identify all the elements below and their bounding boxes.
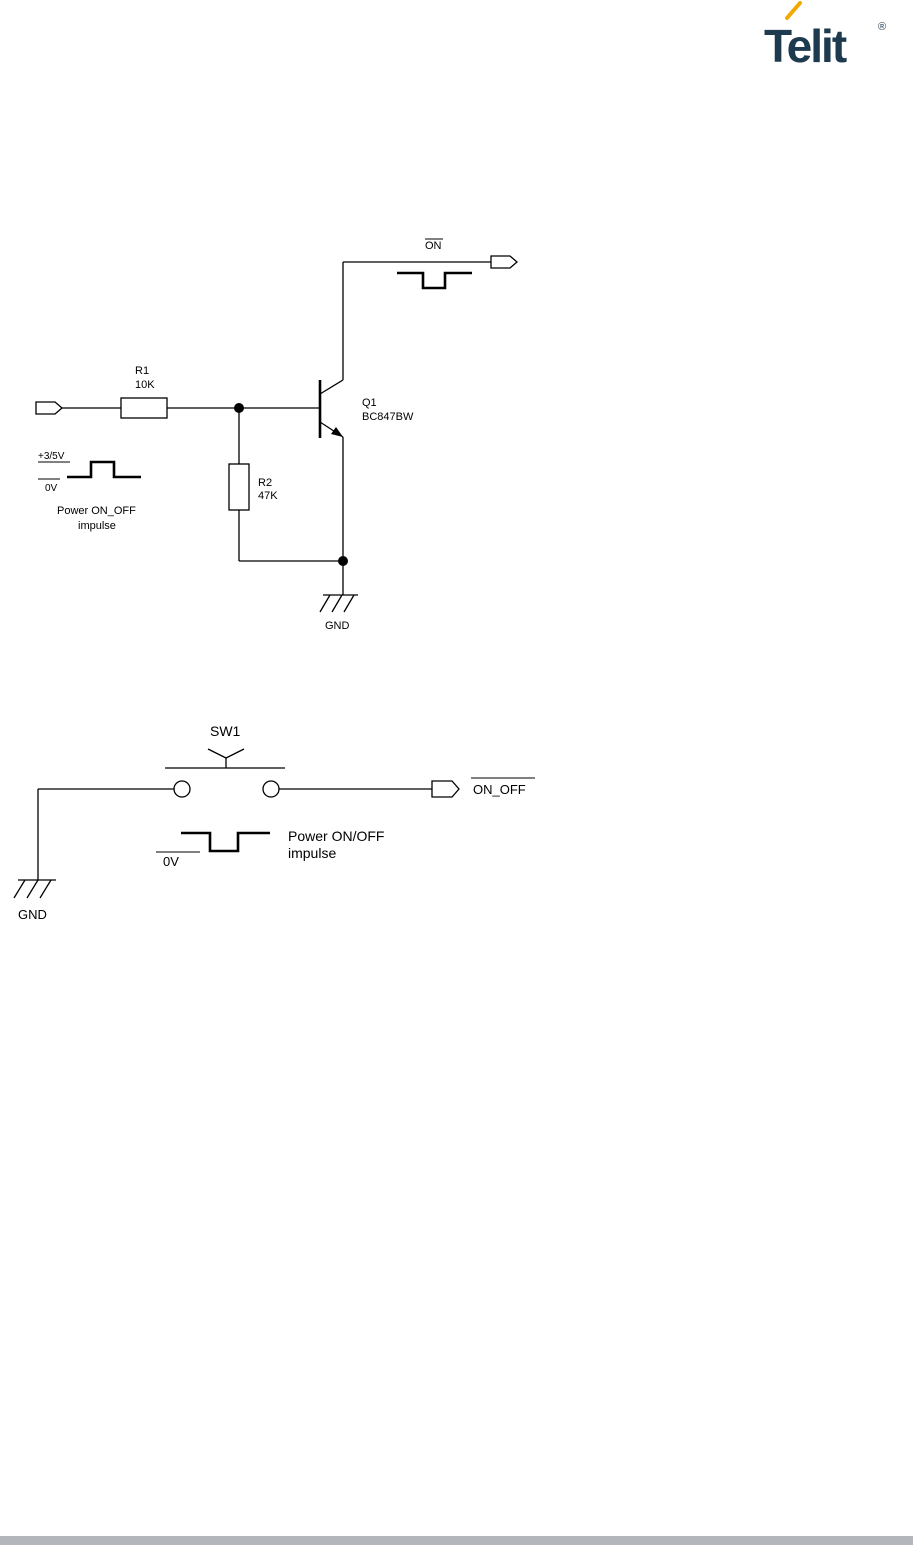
q1-ref-label: Q1 — [362, 397, 377, 409]
r2-value-label: 47K — [258, 490, 278, 502]
switch-contact-right — [263, 781, 279, 797]
ground-label-1: GND — [325, 620, 350, 632]
output-port-connector — [491, 256, 517, 268]
output-signal-label: ON — [425, 240, 442, 252]
switch-label: SW1 — [210, 723, 241, 739]
transistor-driver-schematic: R1 10K R2 47K Q1 BC847BW ON — [36, 239, 517, 632]
switch-caption-line2: impulse — [288, 845, 336, 861]
ground-label-2: GND — [18, 907, 47, 922]
resistor-r2 — [229, 464, 249, 510]
page-footer-bar — [0, 1536, 913, 1545]
input-caption-line1: Power ON_OFF — [57, 505, 136, 517]
resistor-r1 — [121, 398, 167, 418]
r1-ref-label: R1 — [135, 365, 149, 377]
input-pulse-waveform — [67, 462, 141, 477]
switch-caption-line1: Power ON/OFF — [288, 828, 384, 844]
switch-contact-left — [174, 781, 190, 797]
switch-low-label: 0V — [163, 854, 179, 869]
ground-symbol-2 — [14, 880, 56, 898]
transistor-q1 — [320, 380, 343, 438]
q1-part-label: BC847BW — [362, 411, 414, 423]
on-off-signal-label: ON_OFF — [473, 782, 526, 797]
r1-value-label: 10K — [135, 379, 155, 391]
push-button-schematic: SW1 GND ON_OFF 0V Power ON/OFF impulse — [14, 723, 535, 922]
emitter-arrow-icon — [331, 427, 343, 437]
switch-pulse-waveform — [181, 833, 270, 851]
input-port-connector — [36, 402, 62, 414]
switch-sw1 — [165, 749, 285, 797]
schematic-canvas: R1 10K R2 47K Q1 BC847BW ON — [0, 0, 913, 1000]
on-off-port-connector — [432, 781, 459, 797]
ground-symbol-1 — [320, 595, 358, 612]
input-high-label: +3/5V — [38, 451, 65, 462]
junction-dot-ground — [338, 556, 348, 566]
output-pulse-waveform — [397, 273, 472, 288]
input-caption-line2: impulse — [78, 520, 116, 532]
input-low-label: 0V — [45, 483, 58, 494]
r2-ref-label: R2 — [258, 477, 272, 489]
